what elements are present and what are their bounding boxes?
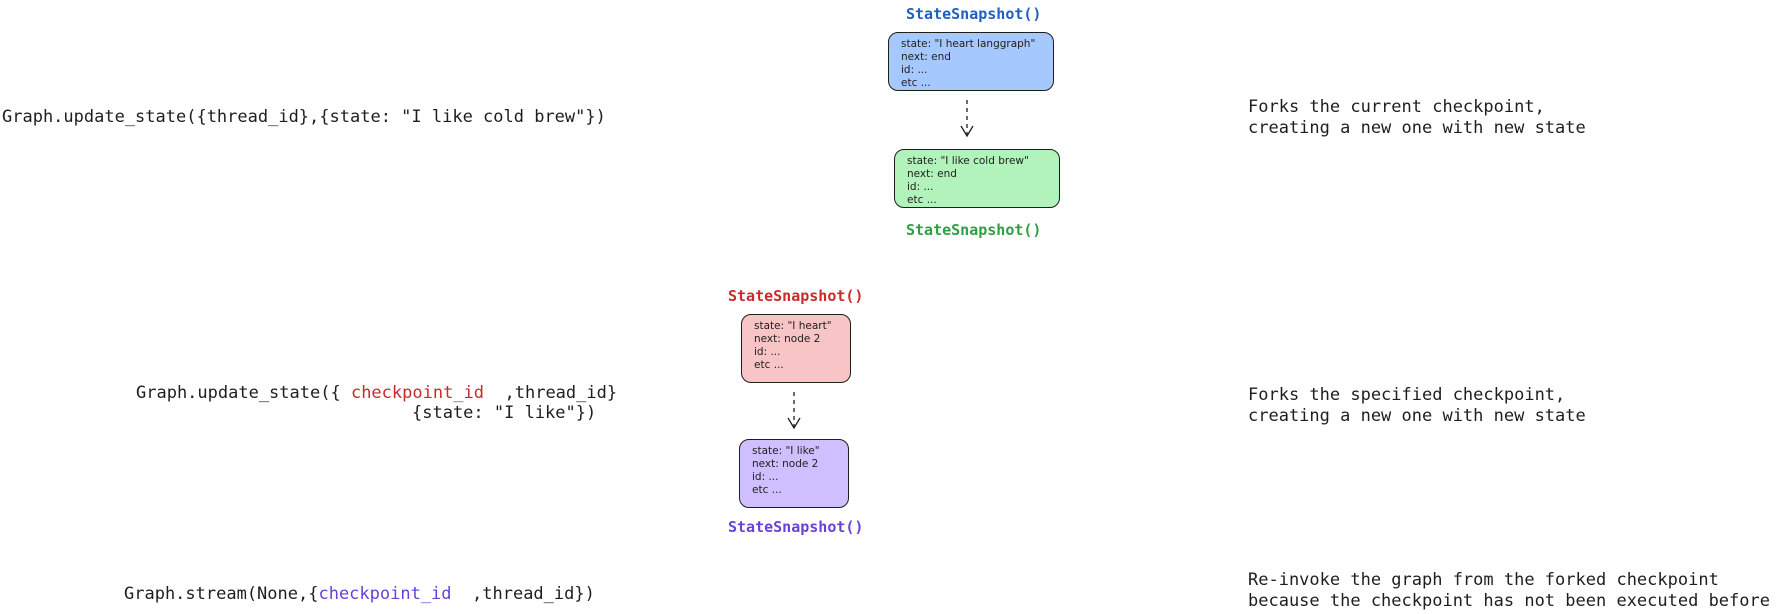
state-snapshot-label-purple: StateSnapshot(): [728, 518, 864, 536]
box-line: id: ...: [907, 181, 934, 193]
state-snapshot-label-green: StateSnapshot(): [906, 221, 1042, 239]
description-line: creating a new one with new state: [1248, 118, 1586, 138]
code-text: ,thread_id}: [504, 383, 618, 403]
box-line: etc ...: [754, 359, 784, 371]
box-line: next: node 2: [754, 333, 821, 345]
box-line: state: "I like cold brew": [907, 155, 1029, 167]
update-state-code: Graph.update_state({thread_id},{state: "…: [2, 107, 606, 127]
description-1: Forks the current checkpoint, creating a…: [1248, 97, 1586, 139]
code-text: Graph.update_state({: [136, 383, 341, 403]
box-line: next: end: [907, 168, 957, 180]
state-snapshot-label-red: StateSnapshot(): [728, 287, 864, 305]
box-line: state: "I heart": [754, 320, 832, 332]
update-state-checkpoint-code-line2: {state: "I like"}): [412, 403, 597, 423]
box-line: state: "I heart langgraph": [901, 38, 1036, 50]
box-line: etc ...: [907, 194, 937, 206]
fork-arrow-2: [787, 392, 801, 430]
description-line: because the checkpoint has not been exec…: [1248, 591, 1770, 611]
box-line: etc ...: [901, 77, 931, 89]
description-line: creating a new one with new state: [1248, 406, 1586, 426]
code-text: Graph.stream(None,{: [124, 584, 319, 604]
code-text: ,thread_id}): [472, 584, 595, 604]
checkpoint-id-highlight: checkpoint_id: [318, 584, 452, 604]
checkpoint-box-red: state: "I heart" next: node 2 id: ... et…: [741, 314, 851, 383]
checkpoint-box-blue: state: "I heart langgraph" next: end id:…: [888, 32, 1054, 91]
stream-code: Graph.stream(None,{checkpoint_id ,thread…: [124, 584, 595, 604]
fork-arrow-1: [960, 100, 974, 138]
box-line: id: ...: [754, 346, 781, 358]
update-state-checkpoint-code: Graph.update_state({ checkpoint_id ,thre…: [136, 383, 617, 403]
box-line: next: end: [901, 51, 951, 63]
box-line: state: "I like": [752, 445, 820, 457]
checkpoint-box-purple: state: "I like" next: node 2 id: ... etc…: [739, 439, 849, 508]
box-line: etc ...: [752, 484, 782, 496]
box-line: id: ...: [752, 471, 779, 483]
box-line: id: ...: [901, 64, 928, 76]
state-snapshot-label-blue: StateSnapshot(): [906, 5, 1042, 23]
description-line: Re-invoke the graph from the forked chec…: [1248, 570, 1719, 590]
description-line: Forks the specified checkpoint,: [1248, 385, 1566, 405]
checkpoint-id-highlight: checkpoint_id: [350, 383, 485, 403]
checkpoint-box-green: state: "I like cold brew" next: end id: …: [894, 149, 1060, 208]
description-2: Forks the specified checkpoint, creating…: [1248, 385, 1586, 427]
description-3: Re-invoke the graph from the forked chec…: [1248, 570, 1770, 612]
description-line: Forks the current checkpoint,: [1248, 97, 1545, 117]
box-line: next: node 2: [752, 458, 819, 470]
